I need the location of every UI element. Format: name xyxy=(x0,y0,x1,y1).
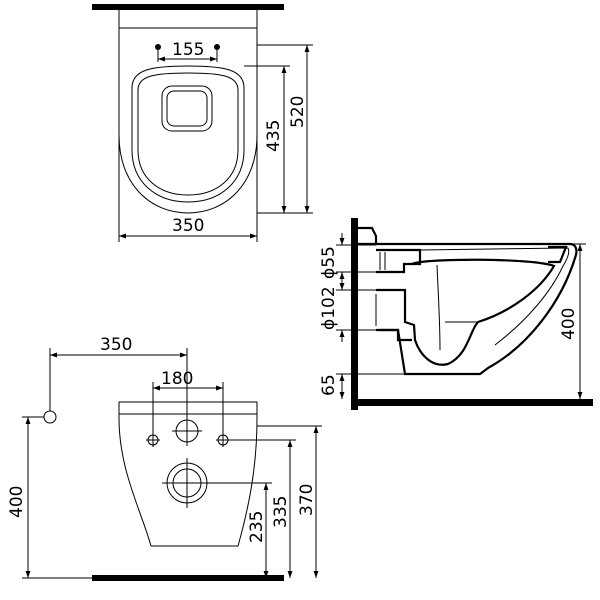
dim-depth-overall: 520 xyxy=(288,96,308,128)
top-lid xyxy=(161,85,213,132)
side-view: ϕ55 ϕ102 65 400 xyxy=(319,218,593,410)
dim-mount-height: 400 xyxy=(7,486,27,518)
dim-hole-spacing: 155 xyxy=(172,40,204,60)
top-seat-outline xyxy=(131,65,245,203)
front-view: 350 180 400 235 335 370 xyxy=(7,335,322,581)
front-bolt-left xyxy=(146,433,160,447)
dim-wall-offset: 350 xyxy=(100,335,132,355)
top-hole-left xyxy=(155,44,161,50)
dim-inlet-height: 370 xyxy=(297,484,317,516)
side-bowl-inner xyxy=(403,258,556,366)
dim-side-height: 400 xyxy=(559,308,579,340)
dim-depth-seat: 435 xyxy=(264,120,284,152)
dim-bolt-height: 335 xyxy=(271,496,291,528)
front-inlet xyxy=(172,416,202,446)
top-view: 155 435 520 350 xyxy=(92,4,313,242)
dim-floor-clearance: 65 xyxy=(319,374,339,396)
front-bolt-right xyxy=(216,433,230,447)
dim-bolt-spacing: 180 xyxy=(161,369,193,389)
front-floor-bar xyxy=(92,575,284,581)
side-floor xyxy=(351,399,593,406)
dim-outlet-height: 235 xyxy=(247,511,267,543)
front-reference-point xyxy=(43,410,57,424)
dim-pipe-102: ϕ102 xyxy=(319,286,339,330)
front-bowl-outline xyxy=(118,401,258,547)
top-wall-bar xyxy=(92,4,284,10)
side-wall xyxy=(351,218,358,410)
top-bowl-outline xyxy=(118,27,258,214)
side-bowl-outline xyxy=(376,242,578,376)
dim-pipe-55: ϕ55 xyxy=(319,246,339,279)
front-outlet xyxy=(162,458,212,508)
top-hole-right xyxy=(214,44,220,50)
dim-width: 350 xyxy=(172,216,204,236)
